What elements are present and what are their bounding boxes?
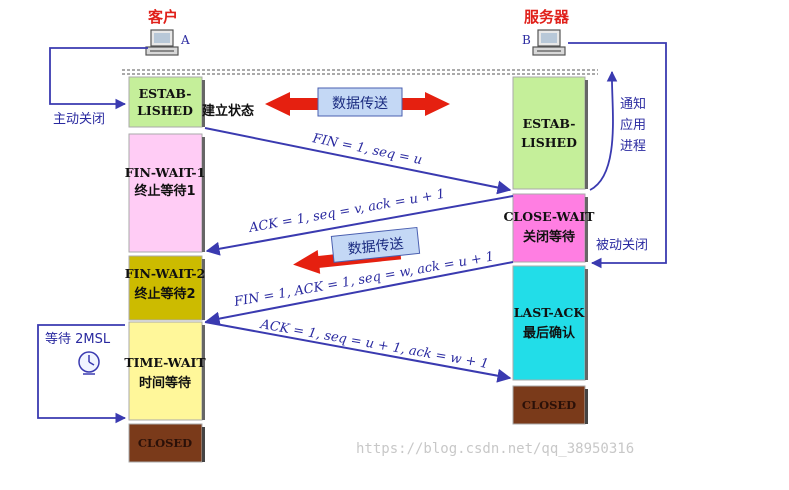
active-close-label: 主动关闭	[53, 112, 105, 127]
fin-arrow	[204, 127, 512, 195]
final-ack-arrow	[204, 321, 512, 383]
data-transfer-arrow-top: 数据传送	[265, 87, 450, 117]
server-state-closed: CLOSED	[512, 385, 588, 425]
client-state-label: TIME-WAIT	[124, 355, 206, 370]
passive-close-arrow	[568, 42, 667, 269]
server-state-label: ESTAB-	[523, 116, 576, 131]
fin-ack-arrow	[205, 261, 514, 326]
client-state-established: ESTAB- LISHED	[128, 76, 205, 128]
client-id-label: A	[180, 33, 190, 47]
client-computer-icon	[145, 29, 179, 56]
wait-2msl-arrow	[37, 324, 127, 424]
client-state-time-wait: TIME-WAIT 时间等待	[124, 321, 206, 421]
notify-app-label-1: 通知	[620, 96, 646, 112]
client-state-fin-wait-1: FIN-WAIT-1 终止等待1	[125, 133, 206, 253]
client-state-label: LISHED	[137, 103, 193, 118]
clock-icon	[78, 351, 100, 375]
established-label: 建立状态	[202, 103, 254, 119]
client-state-label: CLOSED	[138, 436, 192, 450]
client-state-label: ESTAB-	[139, 86, 192, 101]
notify-app-label-3: 进程	[620, 139, 646, 154]
server-state-label: LISHED	[521, 135, 577, 150]
server-state-label: 最后确认	[523, 325, 576, 341]
server-state-label: CLOSED	[522, 398, 576, 412]
server-title: 服务器	[524, 8, 570, 26]
final-ack-message-label: ACK = 1, seq = u + 1, ack = w + 1	[258, 317, 489, 372]
ack-arrow	[205, 195, 514, 256]
data-transfer-arrow-middle: 数据传送	[293, 226, 421, 274]
client-state-label: FIN-WAIT-1	[125, 165, 206, 180]
client-state-label: FIN-WAIT-2	[125, 266, 206, 281]
notify-app-label-2: 应用	[620, 117, 646, 133]
client-state-fin-wait-2: FIN-WAIT-2 终止等待2	[125, 255, 206, 321]
client-state-closed: CLOSED	[128, 423, 205, 463]
server-state-last-ack: LAST-ACK 最后确认	[512, 265, 588, 381]
server-state-close-wait: CLOSE-WAIT 关闭等待	[503, 193, 595, 263]
fin-message-label: FIN = 1, seq = u	[310, 131, 423, 168]
server-state-established: ESTAB- LISHED	[512, 76, 588, 190]
client-title: 客户	[147, 8, 178, 26]
server-computer-icon	[532, 29, 566, 56]
client-state-label: 时间等待	[139, 375, 191, 391]
passive-close-label: 被动关闭	[596, 238, 648, 253]
server-state-label: LAST-ACK	[514, 305, 586, 320]
wait-2msl-label: 等待 2MSL	[45, 331, 111, 347]
data-transfer-label-2: 数据传送	[347, 236, 404, 258]
client-state-label: 终止等待2	[134, 286, 195, 302]
data-transfer-label: 数据传送	[332, 96, 388, 112]
server-state-label: CLOSE-WAIT	[503, 209, 595, 224]
watermark-text: https://blog.csdn.net/qq_38950316	[356, 441, 634, 457]
client-state-label: 终止等待1	[134, 183, 195, 199]
server-id-label: B	[522, 33, 531, 47]
active-close-arrow	[49, 47, 148, 110]
server-state-label: 关闭等待	[523, 229, 575, 245]
notify-app-arrow	[589, 70, 618, 191]
